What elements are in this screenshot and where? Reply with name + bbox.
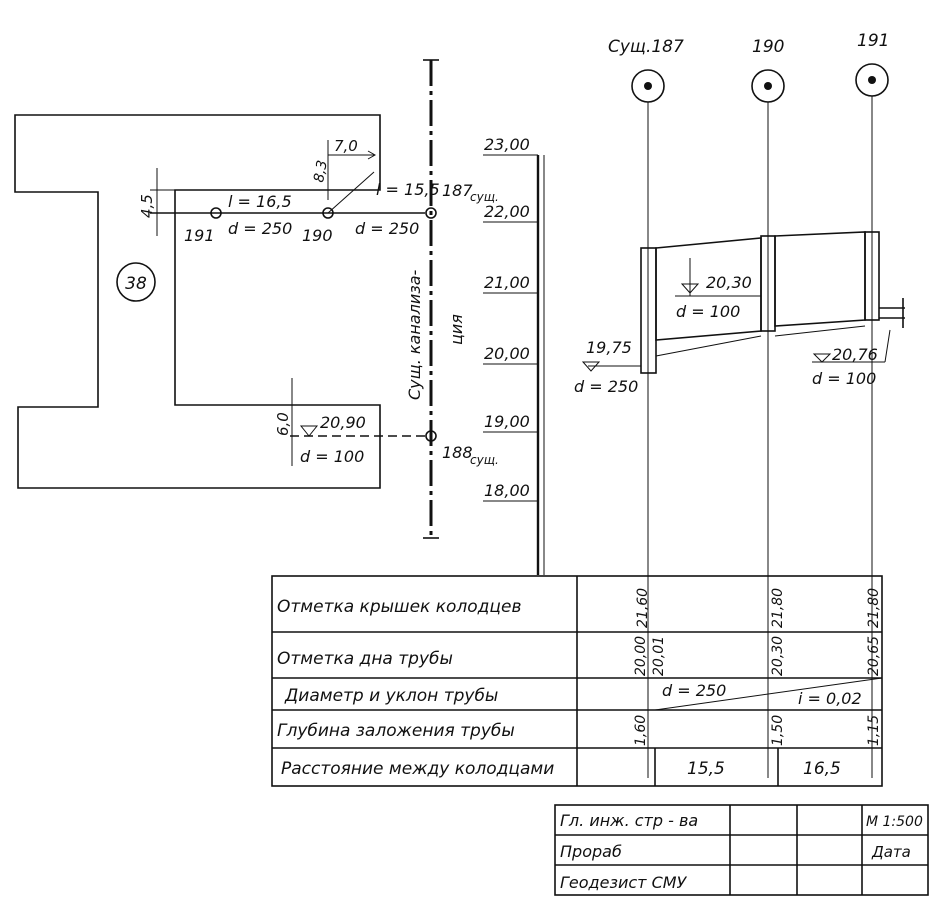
sewer-label-line1: Сущ. канализа- (405, 269, 424, 400)
table-slope: i = 0,02 (798, 689, 862, 708)
well-191-label: 191 (184, 226, 215, 245)
row-label-bottom: Отметка дна трубы (277, 649, 453, 669)
scale-label-18: 18,00 (484, 481, 530, 500)
well-header-187: Сущ.187 (608, 37, 684, 57)
scale-label-20: 20,00 (484, 344, 530, 363)
bottom-187-out: 20,01 (651, 636, 667, 676)
note-2076-elevation: 20,76 (832, 345, 878, 364)
stamp-scale: М 1:500 (866, 814, 923, 830)
slope-line (654, 677, 883, 711)
stamp-role-chief-engineer: Гл. инж. стр - ва (560, 811, 698, 830)
well-symbol-187-dot (644, 82, 652, 90)
outlet-pipe (879, 298, 905, 328)
scale-label-22: 22,00 (484, 202, 530, 221)
well-symbol-190-dot (764, 82, 772, 90)
plan-view: 38 Сущ. канализа- ция l = 16,5 d = 250 l… (14, 59, 499, 540)
table-diameter: d = 250 (662, 681, 726, 700)
stamp-date: Дата (871, 843, 911, 861)
well-191-plan (210, 207, 222, 219)
title-block: Гл. инж. стр - ва Прораб Геодезист СМУ М… (554, 804, 929, 896)
depth-190: 1,50 (770, 715, 786, 746)
pipe-seg2-length: l = 15,5 (376, 180, 440, 199)
depth-187: 1,60 (633, 715, 649, 746)
dim-60-text: 6,0 (274, 412, 292, 436)
depth-191: 1,15 (866, 715, 882, 746)
row-label-cover: Отметка крышек колодцев (277, 597, 521, 617)
scale-label-23: 23,00 (484, 135, 530, 154)
elevation-marker-icon (812, 353, 832, 363)
building-number-circle (116, 262, 156, 302)
building-outline (14, 114, 381, 489)
lower-pipe-diameter: d = 100 (300, 447, 364, 466)
well-187-plan (425, 207, 437, 219)
pipe-section-190-191 (774, 231, 866, 327)
elevation-scale-ticks (483, 154, 538, 502)
well-187-label: 187 (442, 181, 473, 200)
stamp-border (554, 804, 929, 896)
elevation-marker-icon (299, 425, 319, 437)
distance-187-190: 15,5 (687, 759, 725, 779)
note-2076-diameter: d = 100 (812, 369, 876, 388)
well-188-plan (425, 430, 437, 442)
note-2076-leader-diag (884, 329, 891, 363)
pipe-section-187-190 (655, 237, 762, 341)
well-188-label: 188 (442, 443, 473, 462)
row-label-depth: Глубина заложения трубы (277, 721, 515, 741)
cover-190: 21,80 (770, 588, 786, 628)
scale-label-19: 19,00 (484, 412, 530, 431)
well-header-190: 190 (752, 37, 784, 57)
well-188-sub: сущ. (470, 453, 499, 467)
well-190-label: 190 (302, 226, 333, 245)
row-label-diameter: Диаметр и уклон трубы (284, 686, 498, 706)
dim-70-arrow (367, 150, 377, 160)
distance-190-191: 16,5 (803, 759, 841, 779)
cover-187: 21,60 (635, 588, 651, 628)
pipe-seg1-length: l = 16,5 (228, 192, 292, 211)
row-label-distance: Расстояние между колодцами (281, 759, 554, 779)
pipe-seg1-diameter: d = 250 (228, 219, 292, 238)
note-1975-elevation: 19,75 (586, 338, 632, 357)
profile-view: 23,00 22,00 21,00 20,00 19,00 18,00 Сущ.… (483, 31, 905, 778)
dim-70-text: 7,0 (334, 137, 358, 155)
pipe-seg2-diameter: d = 250 (355, 219, 419, 238)
pipe-invert-190-191 (774, 325, 866, 337)
elevation-marker-icon (581, 361, 601, 372)
dim-83-leader (327, 171, 375, 214)
profile-table: Отметка крышек колодцев Отметка дна труб… (271, 575, 883, 787)
well-header-191: 191 (857, 31, 889, 51)
well-symbol-191-dot (868, 76, 876, 84)
note-1975-diameter: d = 250 (574, 377, 638, 396)
well-190-plan (322, 207, 334, 219)
well-187-sub: сущ. (470, 190, 499, 204)
building-number: 38 (125, 274, 147, 294)
cover-191: 21,80 (866, 588, 882, 628)
note-2030-diameter: d = 100 (676, 302, 740, 321)
elevation-marker-icon (680, 283, 700, 294)
bottom-190: 20,30 (770, 636, 786, 676)
lower-pipe-elevation: 20,90 (320, 413, 366, 432)
note-2030-elevation: 20,30 (706, 273, 752, 292)
stamp-role-foreman: Прораб (560, 842, 622, 861)
bottom-187-in: 20,00 (633, 636, 649, 676)
stamp-role-surveyor: Геодезист СМУ (560, 873, 688, 892)
bottom-191: 20,65 (866, 636, 882, 676)
sewer-label-line2: ция (447, 314, 466, 345)
dim-45-text: 4,5 (138, 194, 156, 218)
pipe-invert-187-190 (655, 335, 762, 357)
scale-label-21: 21,00 (484, 273, 530, 292)
dim-83-text: 8,3 (311, 159, 331, 184)
